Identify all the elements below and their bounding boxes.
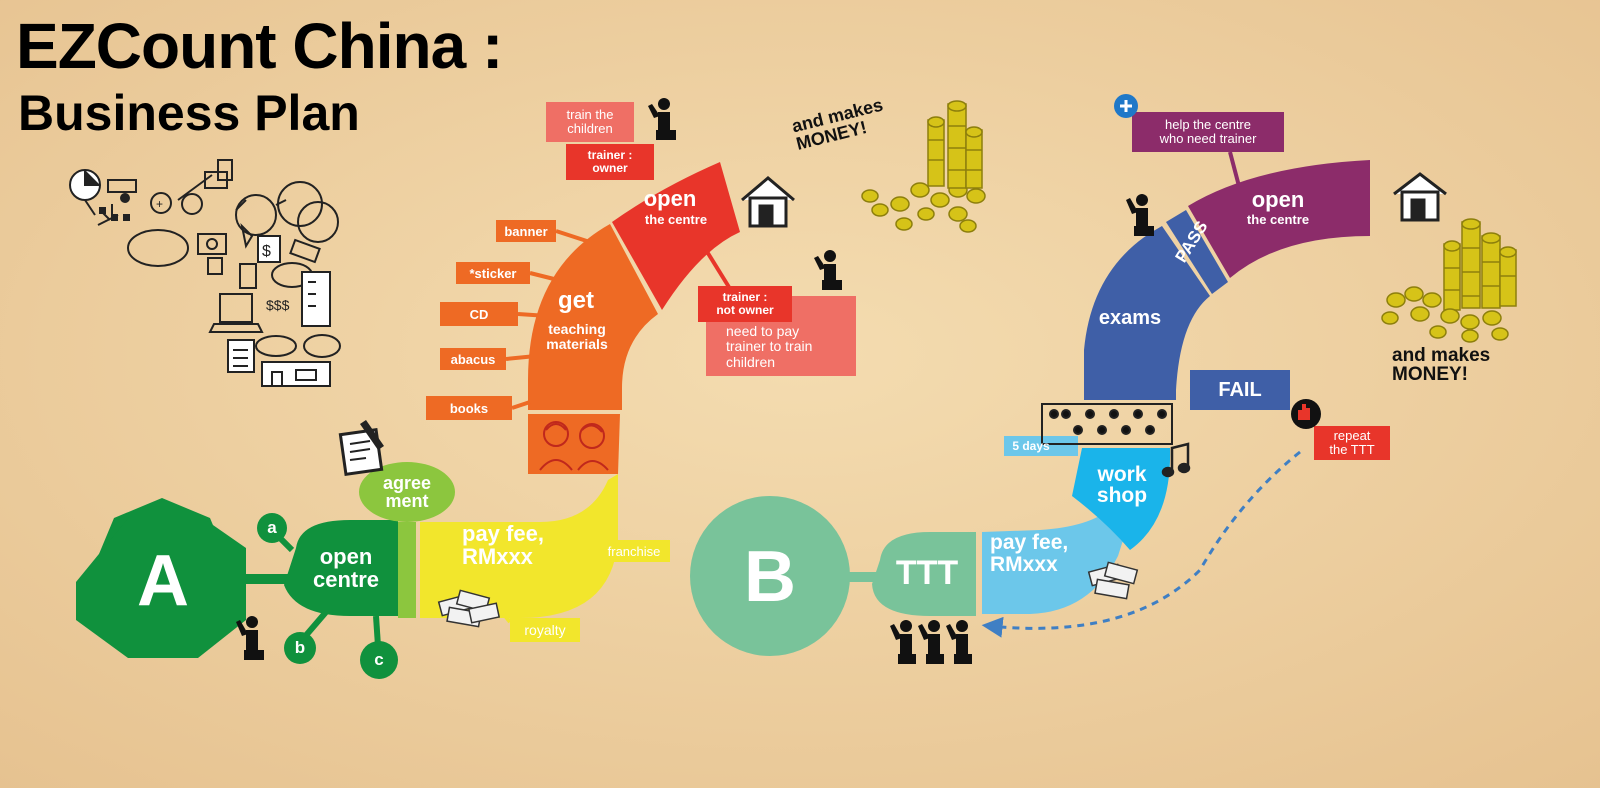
option-c-line — [373, 615, 381, 647]
path-a-connector — [240, 574, 290, 584]
svg-text:$$$: $$$ — [266, 297, 290, 313]
the-centre-label-a: the centre — [644, 211, 708, 227]
option-a-circle[interactable] — [257, 513, 287, 543]
material-books: books — [449, 400, 489, 416]
material-banner: banner — [504, 223, 548, 239]
option-b-circle[interactable] — [284, 632, 316, 664]
kids-photo-band — [528, 414, 620, 474]
fail-shape — [1190, 370, 1290, 410]
music-note-icon — [1161, 442, 1191, 478]
get-materials-arc — [528, 224, 658, 410]
get-label: get — [558, 287, 594, 314]
svg-text:+: + — [156, 197, 163, 211]
option-b-label: b — [294, 638, 306, 657]
need-to-pay-label: need to pay trainer to train children — [726, 323, 813, 370]
material-abacus: abacus — [450, 351, 496, 367]
agreement-label: agree ment — [382, 473, 432, 511]
pass-band — [1166, 210, 1228, 294]
pay-fee-label-a: pay fee, RMxxx — [462, 521, 544, 570]
repeat-ttt-label: repeat the TTT — [1329, 428, 1375, 457]
main-title: EZCount China : — [16, 10, 503, 82]
person-icon-pass — [1126, 194, 1154, 236]
coins-pile-a — [861, 100, 986, 233]
open-label-a: open — [643, 186, 697, 211]
workshop-arc — [1072, 448, 1171, 550]
royalty-tag-shape — [510, 618, 580, 642]
money-stack-icon-b — [1087, 561, 1139, 600]
coins-pile-b — [1381, 218, 1517, 343]
franchise-tag-shape — [598, 540, 670, 562]
material-tags — [426, 220, 597, 420]
stop-hand-icon — [1291, 399, 1321, 429]
house-icon-a — [741, 176, 795, 228]
ttt-label: TTT — [895, 553, 959, 592]
material-cd: CD — [469, 306, 489, 322]
clipboard-icon — [338, 420, 384, 477]
path-a-letter: A — [137, 541, 189, 621]
pay-fee-arc — [420, 474, 618, 618]
main-subtitle: Business Plan — [18, 85, 360, 141]
person-icon-not-owner — [814, 250, 842, 290]
option-c-label: c — [374, 650, 384, 669]
open-centre-arc-a — [612, 162, 740, 310]
exams-arc — [1084, 226, 1210, 400]
repeat-shape — [1314, 426, 1390, 460]
royalty-label: royalty — [524, 622, 566, 638]
kids-photo-icon — [539, 421, 609, 471]
train-children-label: train the children — [566, 106, 614, 136]
help-centre-shape — [1132, 112, 1284, 152]
exams-label: exams — [1098, 306, 1162, 329]
path-a-badge — [76, 516, 246, 658]
help-centre-label: help the centre who need trainer — [1159, 116, 1257, 146]
makes-money-label-b: and makes MONEY! — [1392, 345, 1491, 385]
open-centre-label: open centre — [312, 543, 380, 592]
sketch-doodles: + $ $$$ — [69, 159, 341, 387]
agreement-bubble — [359, 462, 455, 522]
svg-text:$: $ — [262, 243, 271, 260]
person-group-icon — [890, 620, 972, 664]
path-b-circle — [690, 496, 850, 656]
workshop-label: work shop — [1096, 463, 1148, 507]
open-label-b: open — [1251, 187, 1305, 212]
ttt-shape — [872, 532, 976, 616]
the-centre-label-b: the centre — [1246, 211, 1310, 227]
person-icon-a — [236, 616, 264, 660]
franchise-label: franchise — [607, 543, 661, 559]
five-days-label: 5 days — [1012, 439, 1050, 453]
money-stack-icon — [437, 589, 501, 628]
agreement-bar — [398, 522, 416, 618]
teaching-materials-label: teaching materials — [546, 320, 608, 352]
person-icon-train — [648, 98, 676, 140]
option-a-label: a — [267, 518, 277, 537]
trainer-owner-shape — [566, 144, 654, 180]
fail-label: FAIL — [1218, 378, 1262, 401]
house-icon-b — [1393, 172, 1447, 222]
material-sticker: *sticker — [469, 265, 517, 281]
open-centre-arc-b — [1188, 160, 1370, 278]
train-children-shape — [546, 102, 634, 142]
pay-fee-label-b: pay fee, RMxxx — [990, 531, 1069, 577]
repeat-loop-arrow — [981, 450, 1301, 638]
option-c-circle[interactable] — [360, 641, 398, 679]
trainer-owner-label: trainer : owner — [587, 147, 633, 175]
open-centre-shape — [284, 520, 398, 616]
five-days-shape — [1004, 436, 1078, 456]
abacus-icon — [1041, 403, 1173, 445]
path-b-letter: B — [744, 537, 796, 617]
trainer-not-owner-label: trainer : not owner — [716, 289, 774, 317]
